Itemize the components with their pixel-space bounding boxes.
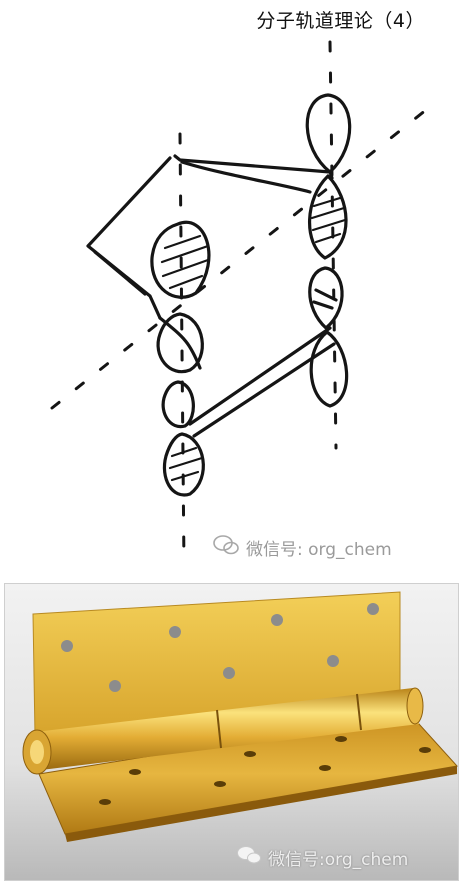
hinge-photo xyxy=(4,583,459,881)
page-title: 分子轨道理论（4） xyxy=(256,6,425,33)
wechat-icon xyxy=(236,845,262,870)
orbital-sketch xyxy=(0,38,461,570)
watermark-top-text: 微信号: org_chem xyxy=(246,535,392,560)
watermark-bottom-text: 微信号:org_chem xyxy=(268,845,408,870)
watermark-top: 微信号: org_chem xyxy=(212,534,392,561)
wechat-icon xyxy=(212,534,240,561)
hinge-image xyxy=(5,584,459,881)
watermark-bottom: 微信号:org_chem xyxy=(236,845,408,870)
